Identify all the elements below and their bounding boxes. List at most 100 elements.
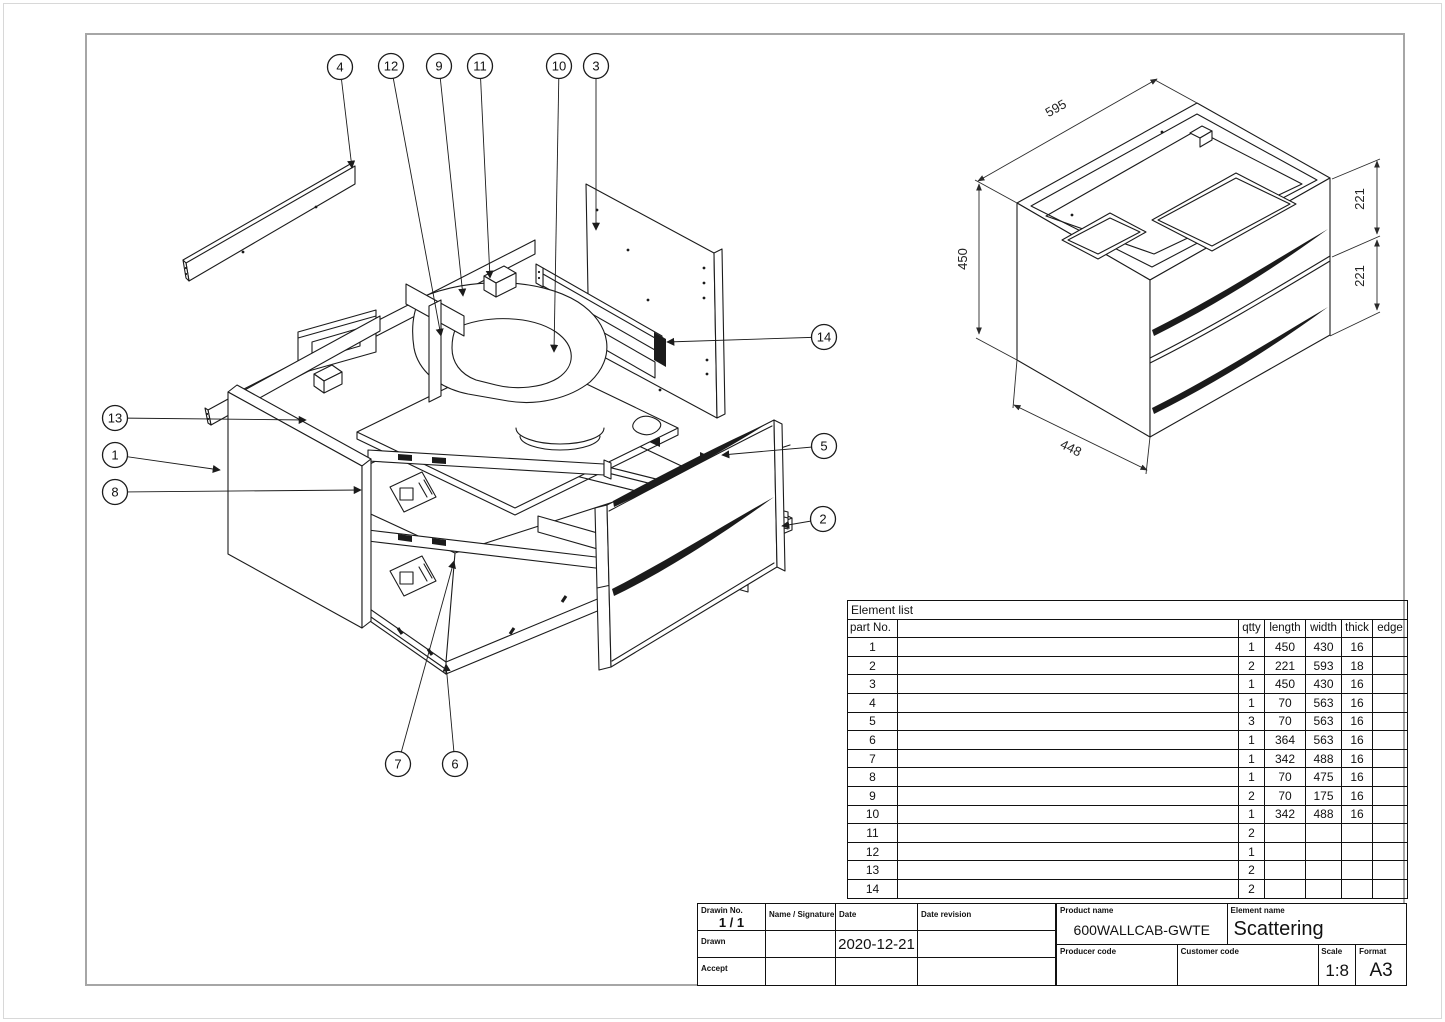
drawing-no-value: 1 / 1 (718, 915, 745, 930)
col-width: width (1305, 618, 1342, 639)
date-label: Date (839, 910, 857, 919)
format-value: A3 (1369, 959, 1393, 981)
accept-label: Accept (701, 964, 728, 973)
svg-text:3: 3 (592, 59, 599, 74)
hanging-rail-part-4 (182, 162, 356, 282)
dim-450: 450 (955, 248, 970, 270)
scale-value: 1:8 (1325, 960, 1350, 980)
drawing-no-label: Drawin No. (701, 906, 743, 915)
balloon-14: 14 (810, 323, 838, 351)
drawer-fronts-parts-2-5 (594, 419, 786, 671)
iso-view: 595 450 448 221 221 (955, 78, 1381, 475)
balloon-6: 6 (441, 750, 469, 778)
date-value: 2020-12-21 (838, 935, 915, 953)
balloon-13: 13 (101, 404, 129, 432)
balloon-12: 12 (377, 52, 405, 80)
element-name-cell: Element name Scattering (1228, 904, 1406, 944)
name-signature-label: Name / Signature (769, 910, 835, 919)
balloon-10: 10 (545, 52, 573, 80)
balloon-3: 3 (582, 52, 610, 80)
back-panel-part-3 (585, 183, 726, 419)
drawing-no-cell: Drawin No. 1 / 1 (698, 904, 766, 931)
col-edge: edge (1371, 618, 1409, 639)
balloon-11: 11 (466, 52, 494, 80)
date-revision-cell: Date revision (918, 904, 1056, 931)
svg-text:1: 1 (111, 448, 118, 463)
dim-221-bottom: 221 (1352, 265, 1367, 287)
col-qtty: qtty (1238, 618, 1265, 639)
col-thick: thick (1341, 618, 1373, 639)
format-label: Format (1359, 947, 1387, 956)
element-list-table: Element list part No. qtty length width … (846, 600, 1409, 899)
scale-cell: Scale 1:8 (1319, 945, 1357, 985)
iso-dimensions: 595 450 448 221 221 (955, 78, 1381, 475)
drawn-cell: Drawn (698, 931, 766, 958)
element-name-label: Element name (1230, 906, 1285, 915)
balloon-7: 7 (384, 750, 412, 778)
balloon-2: 2 (809, 505, 837, 533)
element-name-value: Scattering (1233, 918, 1324, 940)
svg-text:14: 14 (817, 330, 831, 345)
date-cell: Date (836, 904, 918, 931)
name-signature-cell: Name / Signature (766, 904, 836, 931)
iso-wall-bracket (1189, 125, 1213, 148)
title-block: Drawin No. 1 / 1 Name / Signature Date D… (697, 903, 1407, 986)
customer-code-cell: Customer code (1178, 945, 1320, 985)
scale-label: Scale (1321, 947, 1343, 956)
dim-595: 595 (1043, 96, 1069, 120)
bracket-part-11 (483, 265, 517, 298)
drawer-slides (367, 449, 612, 597)
svg-text:9: 9 (435, 59, 442, 74)
svg-text:13: 13 (108, 411, 122, 426)
format-cell: Format A3 (1356, 945, 1406, 985)
customer-code-label: Customer code (1180, 947, 1239, 956)
product-name-cell: Product name 600WALLCAB-GWTE (1057, 904, 1228, 944)
balloon-9: 9 (425, 52, 453, 80)
iso-drawer-boxes (1061, 172, 1297, 260)
side-panel-part-1 (227, 384, 372, 629)
svg-text:4: 4 (336, 60, 343, 75)
producer-code-label: Producer code (1060, 947, 1117, 956)
col-name (897, 618, 1239, 639)
col-part-no: part No. (847, 618, 898, 639)
balloon-4: 4 (326, 53, 354, 81)
date-revision-label: Date revision (921, 910, 972, 919)
svg-text:5: 5 (820, 439, 827, 454)
svg-text:8: 8 (111, 485, 118, 500)
exploded-view: 4 12 9 11 10 3 13 1 8 14 5 2 7 6 (101, 52, 838, 778)
drawn-label: Drawn (701, 937, 726, 946)
element-list-title: Element list (846, 600, 1409, 620)
col-length: length (1264, 618, 1306, 639)
sink-duct (405, 282, 608, 451)
product-name-value: 600WALLCAB-GWTE (1073, 921, 1210, 938)
svg-text:6: 6 (451, 757, 458, 772)
balloon-1: 1 (101, 441, 129, 469)
accept-cell: Accept (698, 958, 766, 985)
element-list-header-row: part No. qtty length width thick edge (847, 618, 1409, 639)
title-block-left: Drawin No. 1 / 1 Name / Signature Date D… (698, 904, 1056, 985)
product-name-label: Product name (1060, 906, 1114, 915)
date-value-cell: 2020-12-21 (836, 931, 918, 958)
producer-code-cell: Producer code (1057, 945, 1178, 985)
svg-text:12: 12 (384, 59, 398, 74)
svg-text:2: 2 (819, 512, 826, 527)
dim-221-top: 221 (1352, 188, 1367, 210)
title-block-right: Product name 600WALLCAB-GWTE Element nam… (1056, 904, 1406, 985)
dim-448: 448 (1058, 436, 1084, 459)
